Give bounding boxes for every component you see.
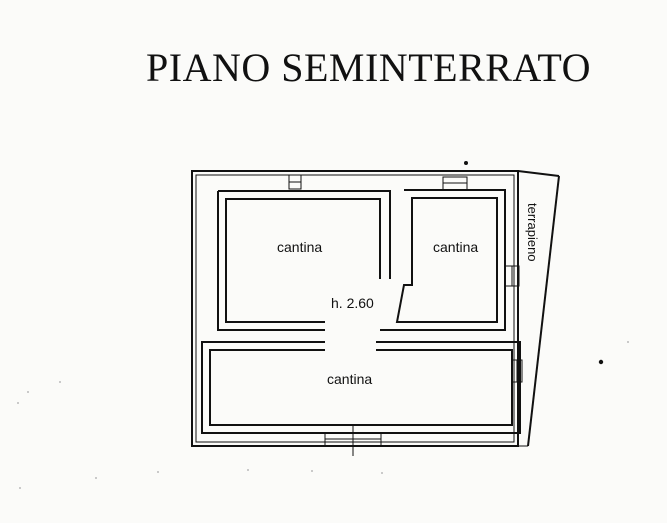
terrapieno-strip	[517, 170, 560, 447]
room-label-top-left: cantina	[277, 239, 322, 255]
terrapieno-label: terrapieno	[525, 203, 540, 262]
floor-plan-title: PIANO SEMINTERRATO	[146, 45, 591, 90]
window-bottom	[324, 425, 382, 456]
height-label: h. 2.60	[331, 295, 374, 311]
room-top-right-walls	[380, 189, 506, 331]
ink-dot	[598, 359, 604, 365]
room-label-bottom: cantina	[327, 371, 372, 387]
room-top-left-walls	[217, 190, 391, 331]
room-bottom-walls	[201, 341, 521, 434]
room-label-top-right: cantina	[433, 239, 478, 255]
scan-noise	[17, 341, 629, 489]
window-top-left	[288, 174, 302, 190]
window-right-lower	[511, 359, 523, 383]
north-mark	[464, 161, 468, 165]
window-right-upper	[504, 265, 520, 287]
window-top-right	[442, 176, 468, 191]
